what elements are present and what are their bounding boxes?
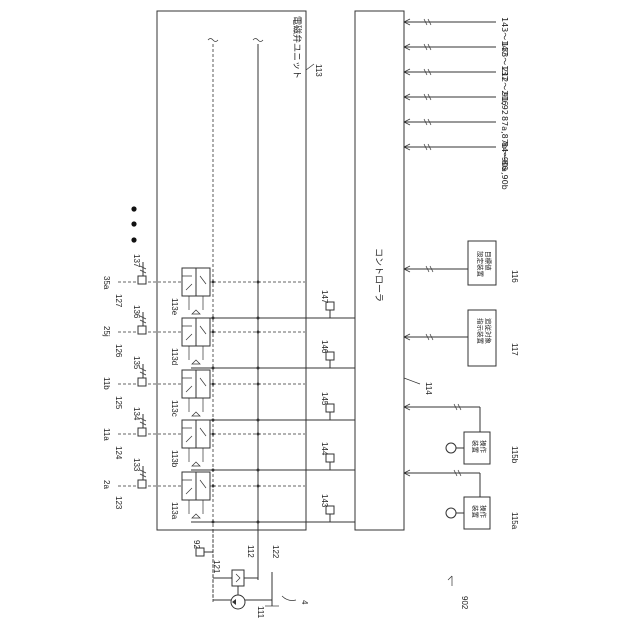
valve-ref-113a: 113a: [170, 502, 179, 520]
pump-ref: 111: [256, 606, 265, 619]
input-signal-lines: [404, 19, 496, 150]
target-setting-line1: 目標値: [484, 251, 493, 271]
sensor-ref-145: 145: [320, 392, 329, 406]
port-11a: 11a: [102, 428, 111, 441]
continuation-dot-3: [131, 237, 136, 242]
input-signal-label-6: 84〜86: [500, 142, 509, 170]
line-126: 126: [114, 344, 123, 358]
port-35a: 35a: [102, 276, 111, 290]
input-signal-label-4: 91,92: [500, 92, 509, 115]
sensor-ref-134: 134: [132, 407, 141, 421]
operation-device-a-ref: 115a: [510, 512, 519, 530]
follow-target-line2: 指示装置: [476, 318, 485, 345]
line-122-ref: 122: [271, 545, 280, 559]
operation-device-a-line2: 装置: [471, 505, 480, 519]
sensor-ref-147: 147: [320, 290, 329, 304]
sensor-ref-133: 133: [132, 458, 141, 472]
line-127: 127: [114, 294, 123, 308]
left-pressure-sensors: [138, 262, 146, 488]
follow-target-line1: 追従対象: [484, 318, 493, 345]
sensor-ref-143: 143: [320, 494, 329, 508]
port-11b: 11b: [102, 377, 111, 390]
tank-ref: 4: [300, 600, 309, 605]
follow-target-ref: 117: [510, 343, 519, 356]
figure-number: 902: [460, 596, 469, 610]
continuation-dot-2: [131, 221, 136, 226]
line-123: 123: [114, 496, 123, 510]
valve-ref-113e: 113e: [170, 298, 179, 316]
valve-ref-113b: 113b: [170, 450, 179, 468]
solenoid-valve-unit-ref: 113: [314, 64, 323, 77]
line-125: 125: [114, 396, 123, 410]
sensor-ref-136: 136: [132, 305, 141, 319]
port-25j: 25j: [102, 326, 111, 337]
valve-ref-113c: 113c: [170, 400, 179, 417]
signal-side-sensors: [326, 302, 334, 522]
sensor-ref-137: 137: [132, 254, 141, 268]
operation-lever-a-icon: [446, 508, 456, 518]
sensor-ref-144: 144: [320, 442, 329, 456]
target-setting-line2: 設定装置: [476, 251, 485, 278]
operation-device-b-line1: 操作: [479, 440, 488, 454]
operation-lever-b-icon: [446, 443, 456, 453]
pipe-124: 124: [114, 446, 123, 460]
continuation-dot-1: [131, 206, 136, 211]
operation-device-b-line2: 装置: [471, 440, 480, 454]
sensor-92-ref: 92: [192, 540, 201, 549]
target-setting-ref: 116: [510, 270, 519, 283]
line-121-ref: 121: [212, 560, 221, 574]
solenoid-valve-unit-title: 電磁弁ユニット: [291, 16, 303, 79]
operation-device-a-line1: 操作: [479, 505, 488, 519]
sensor-ref-146: 146: [320, 340, 329, 354]
sensor-ref-135: 135: [132, 356, 141, 370]
operation-device-b-ref: 115b: [510, 446, 519, 464]
controller-ref: 114: [424, 382, 433, 395]
port-2a: 2a: [102, 480, 111, 489]
controller-title: コントローラ: [373, 248, 384, 302]
relief-ref: 112: [246, 545, 255, 558]
valve-ref-113d: 113d: [170, 348, 179, 365]
